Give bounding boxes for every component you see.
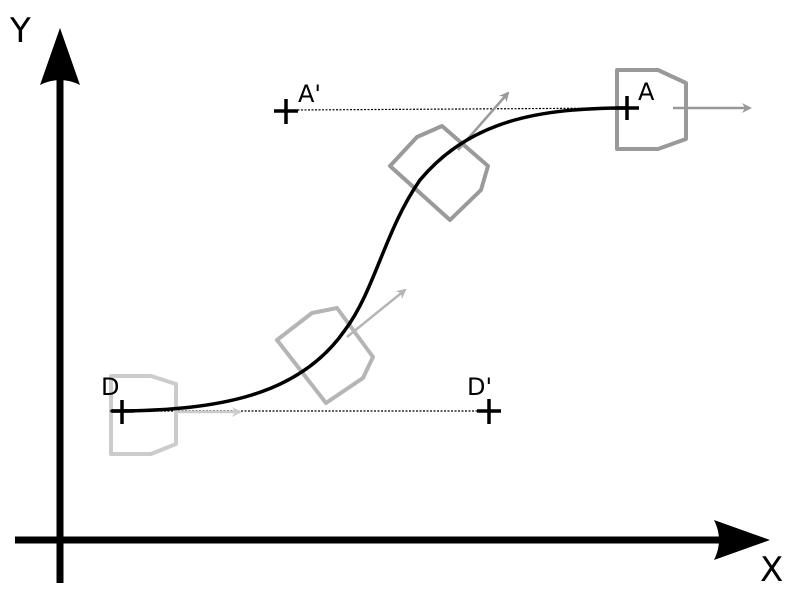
dashed-line-a-prime-to-a [293, 107, 628, 111]
point-marker-d [112, 400, 134, 424]
trajectory-curve [110, 106, 629, 413]
point-marker-a-prime [274, 99, 298, 124]
x-axis-arrowhead-icon [714, 520, 770, 560]
point-marker-d-prime [477, 399, 501, 424]
x-axis-label: X [760, 550, 784, 590]
point-label-d-prime: D' [467, 373, 493, 401]
x-axis [15, 520, 770, 560]
y-axis-label: Y [10, 11, 31, 51]
y-axis [40, 28, 80, 583]
point-marker-a [615, 96, 639, 120]
vehicle-shape-a [615, 68, 752, 151]
y-axis-arrowhead-icon [40, 28, 80, 85]
point-label-a-prime: A' [298, 80, 322, 108]
vehicle-shape-lower-middle [275, 288, 407, 405]
point-label-d: D [101, 373, 120, 401]
vehicle-shape-d [109, 374, 242, 456]
point-label-a: A [638, 78, 655, 106]
